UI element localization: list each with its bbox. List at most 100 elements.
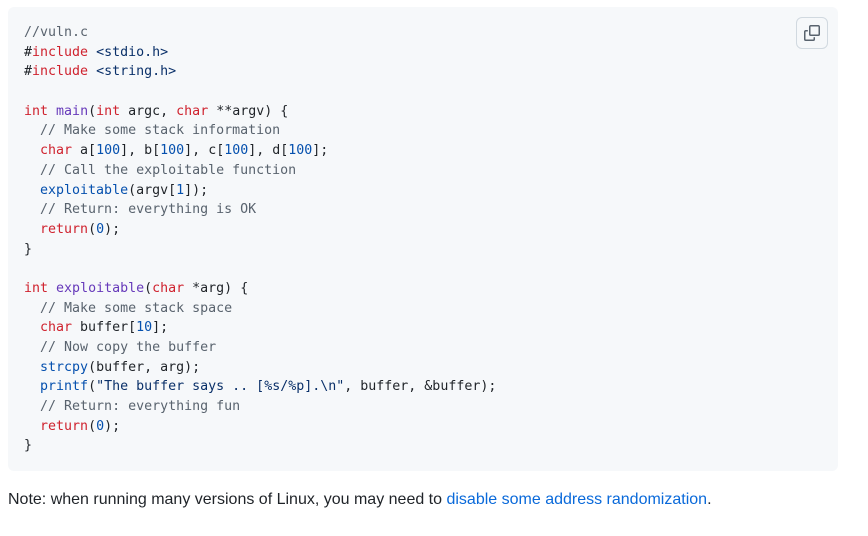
code-token-keyword: int	[24, 103, 49, 119]
code-token-plain: **argv) {	[208, 103, 289, 119]
code-line: // Call the exploitable function	[24, 161, 496, 181]
code-token-plain: *arg) {	[184, 280, 249, 296]
code-token-plain	[24, 340, 40, 355]
code-token-plain	[48, 104, 56, 119]
code-line: }	[24, 240, 496, 260]
code-token-string: <stdio.h>	[88, 44, 169, 60]
code-token-call: printf	[40, 379, 89, 395]
code-token-number: 1	[176, 182, 185, 198]
code-token-plain	[24, 360, 40, 375]
code-token-keyword: return	[40, 418, 89, 434]
code-token-comment: //vuln.c	[24, 25, 89, 40]
code-token-plain: }	[24, 438, 33, 454]
code-token-plain: (	[88, 418, 97, 434]
code-token-plain: );	[104, 221, 121, 237]
code-token-plain	[24, 399, 40, 414]
code-token-plain: , buffer, &buffer);	[344, 379, 497, 395]
code-token-plain	[24, 301, 40, 316]
code-token-plain: ], c[	[184, 143, 225, 159]
code-token-plain	[24, 183, 40, 198]
code-token-comment: // Make some stack information	[40, 123, 281, 139]
disable-aslr-link[interactable]: disable some address randomization	[446, 491, 708, 508]
code-token-string: "The buffer says .. [%s/%p].\n"	[96, 379, 345, 395]
code-token-plain: (	[88, 103, 97, 119]
copy-button[interactable]	[796, 17, 828, 49]
code-token-plain: ];	[152, 320, 169, 336]
code-token-plain	[24, 379, 40, 394]
code-token-plain	[24, 320, 40, 335]
code-block: //vuln.c#include <stdio.h>#include <stri…	[8, 7, 838, 471]
code-content[interactable]: //vuln.c#include <stdio.h>#include <stri…	[24, 23, 496, 456]
code-token-number: 10	[136, 320, 153, 336]
code-token-plain: (argv[	[128, 182, 177, 198]
code-token-keyword: include	[32, 44, 89, 60]
code-token-keyword: char	[40, 143, 73, 159]
code-token-string: <string.h>	[88, 64, 177, 80]
code-token-plain	[24, 163, 40, 178]
code-token-keyword: int	[96, 103, 121, 119]
code-line: }	[24, 436, 496, 456]
code-token-comment: // Return: everything is OK	[40, 202, 257, 218]
code-token-keyword: return	[40, 221, 89, 237]
code-token-plain: ], d[	[248, 143, 289, 159]
code-token-plain	[24, 222, 40, 237]
code-token-keyword: int	[24, 280, 49, 296]
code-token-call: exploitable	[40, 182, 129, 198]
code-token-plain	[24, 419, 40, 434]
code-token-plain: argc,	[120, 103, 177, 119]
code-token-plain: a[	[72, 143, 97, 159]
code-token-plain: (buffer, arg);	[88, 359, 201, 375]
code-token-function: main	[56, 103, 89, 119]
code-token-number: 100	[224, 143, 249, 159]
code-token-plain	[24, 202, 40, 217]
code-token-plain	[48, 281, 56, 296]
code-token-plain	[24, 123, 40, 138]
code-token-plain: ];	[312, 143, 329, 159]
code-line: ​	[24, 82, 496, 102]
code-line: return(0);	[24, 220, 496, 240]
note-suffix: .	[707, 491, 712, 508]
code-token-number: 100	[160, 143, 185, 159]
code-token-plain: #	[24, 64, 33, 80]
code-line: // Make some stack space	[24, 299, 496, 319]
code-line: ​	[24, 259, 496, 279]
code-token-plain: ], b[	[120, 143, 161, 159]
code-token-number: 100	[288, 143, 313, 159]
code-token-comment: // Make some stack space	[40, 300, 233, 316]
code-line: #include <stdio.h>	[24, 43, 496, 63]
code-token-plain: buffer[	[72, 320, 137, 336]
code-token-plain: (	[88, 221, 97, 237]
code-token-plain: #	[24, 44, 33, 60]
code-token-call: strcpy	[40, 359, 89, 375]
code-line: //vuln.c	[24, 23, 496, 43]
code-line: char a[100], b[100], c[100], d[100];	[24, 141, 496, 161]
code-token-comment: // Now copy the buffer	[40, 340, 217, 355]
code-line: // Now copy the buffer	[24, 338, 496, 358]
code-line: int exploitable(char *arg) {	[24, 279, 496, 299]
code-token-keyword: char	[176, 103, 209, 119]
code-token-keyword: char	[40, 320, 73, 336]
code-token-plain	[24, 143, 40, 158]
code-line: // Return: everything is OK	[24, 200, 496, 220]
code-token-keyword: char	[152, 280, 185, 296]
code-line: char buffer[10];	[24, 318, 496, 338]
code-token-plain: (	[144, 280, 153, 296]
code-token-plain: );	[104, 418, 121, 434]
code-line: // Make some stack information	[24, 121, 496, 141]
code-token-plain: (	[88, 379, 97, 395]
code-token-comment: // Return: everything fun	[40, 399, 241, 415]
code-token-function: exploitable	[56, 280, 145, 296]
code-token-number: 0	[96, 221, 105, 237]
code-line: #include <string.h>	[24, 62, 496, 82]
note-text: Note: when running many versions of Linu…	[8, 491, 447, 508]
code-line: exploitable(argv[1]);	[24, 181, 496, 201]
code-token-number: 100	[96, 143, 121, 159]
code-token-plain: ]);	[184, 182, 209, 198]
code-token-number: 0	[96, 418, 105, 434]
code-line: return(0);	[24, 417, 496, 437]
code-line: // Return: everything fun	[24, 397, 496, 417]
code-line: printf("The buffer says .. [%s/%p].\n", …	[24, 377, 496, 397]
code-token-comment: // Call the exploitable function	[40, 162, 297, 178]
code-token-plain: }	[24, 241, 33, 257]
note-paragraph: Note: when running many versions of Linu…	[8, 490, 712, 510]
